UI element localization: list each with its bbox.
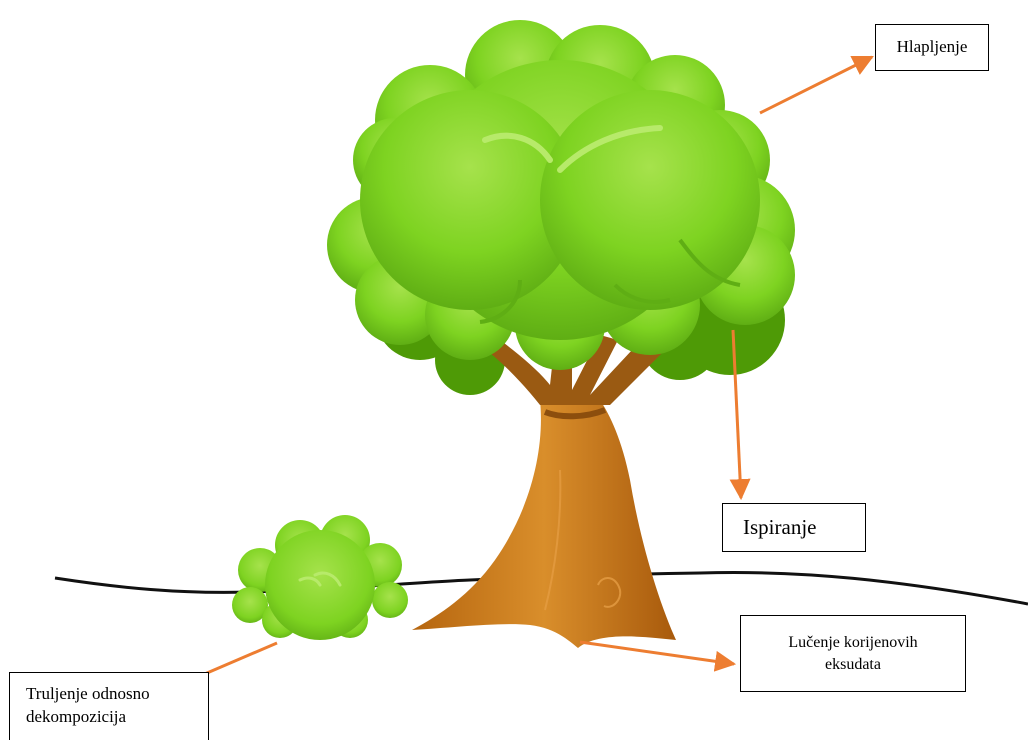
label-truljenje-line-1: Truljenje odnosno [26,684,150,703]
label-truljenje-dekompozicija: Truljenje odnosno dekompozicija [9,672,209,740]
tree-branches [480,320,690,405]
label-lucenje-line-2: eksudata [825,655,881,673]
arrow-lucenje [579,640,737,672]
label-hlapljenje: Hlapljenje [875,24,989,71]
arrow-truljenje [199,641,278,678]
label-truljenje-line-2: dekompozicija [26,706,127,726]
tree-icon [327,20,795,648]
label-lucenje-korijenovih-eksudata: Lučenje korijenovih eksudata [740,615,966,692]
arrow-ispiranje [729,329,751,501]
arrow-hlapljenje [759,55,874,115]
label-ispiranje-text: Ispiranje [743,515,817,540]
label-hlapljenje-text: Hlapljenje [896,37,968,57]
label-lucenje-line-1: Lučenje korijenovih [788,633,918,651]
label-ispiranje: Ispiranje [722,503,866,552]
bush-icon [232,515,408,640]
tree-trunk [412,400,676,648]
